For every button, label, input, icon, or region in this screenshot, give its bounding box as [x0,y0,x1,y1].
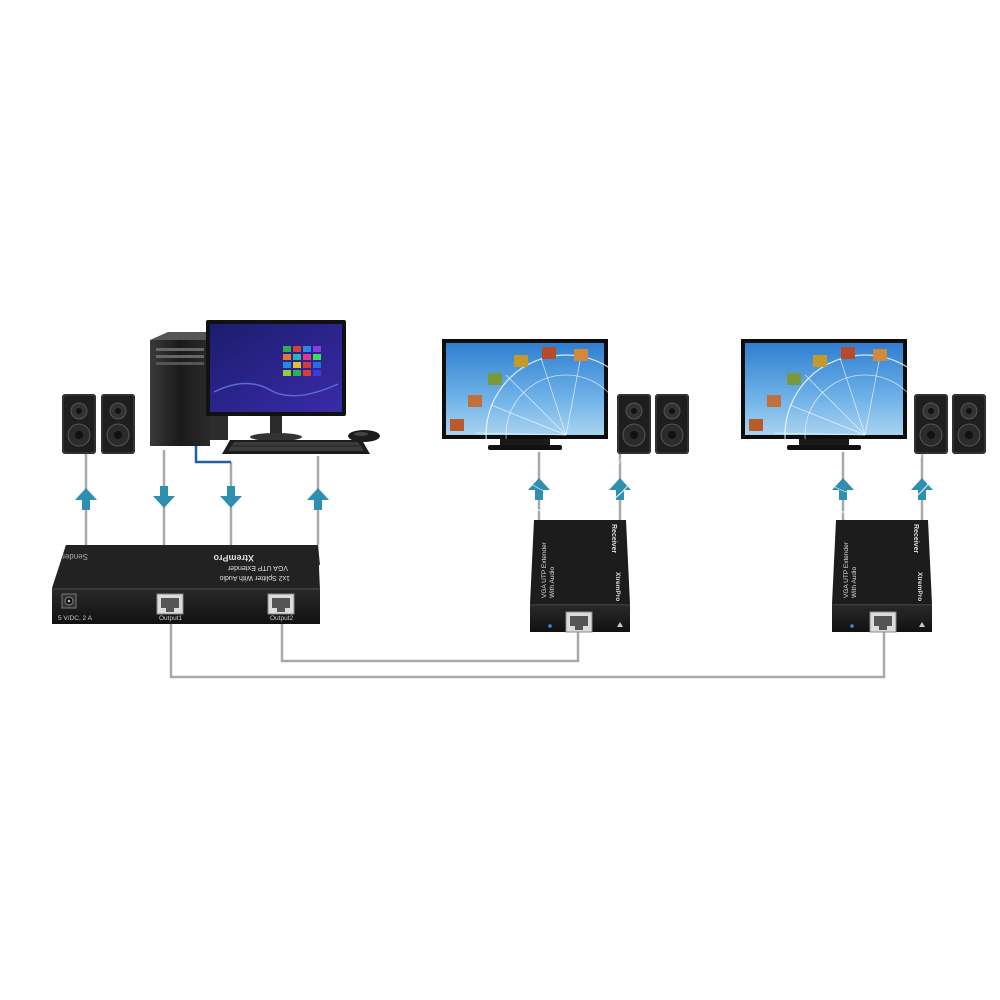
sender-brand: XtremPro [213,553,254,563]
utp-cable-2 [280,622,580,663]
power-jack-icon [61,593,77,609]
status-led [548,624,552,628]
arrow-up-icon [75,488,97,510]
power-label: 5 V/DC, 2 A [58,615,93,622]
connection-lines [84,450,924,545]
power-led [617,622,623,627]
speaker-icon [616,393,690,455]
output2-label: Output2 [270,615,294,622]
receiver-2-brand: XtremPro [916,572,923,601]
arrow-up-icon [609,478,631,500]
receiver-2-model-line1: VGA UTP Extender [843,541,850,598]
speaker-icon [61,393,136,455]
receiver-1-device: Receiver VGA UTP Extender With Audio Xtr… [530,520,630,633]
sender-device: Sender XtremPro VGA UTP Extender 1x2 Spl… [52,545,320,624]
status-led [850,624,854,628]
keyboard-icon [222,440,370,454]
receiver-1-brand: XtremPro [614,572,621,601]
rj45-port-icon [156,593,184,615]
utp-cable-1 [169,624,886,679]
sender-model-line2: 1x2 Splitter With Audio [219,574,290,581]
receiver-2-title: Receiver [912,524,919,553]
arrow-up-icon [307,488,329,510]
rj45-port-icon [869,611,897,633]
speaker-icon [913,393,987,455]
arrow-down-icon [220,486,242,508]
monitor-icon [206,320,346,441]
pc-tower-icon [150,332,228,446]
vga-cable [194,446,231,464]
receiver-1-model-line1: VGA UTP Extender [541,541,548,598]
receiver-2-device: Receiver VGA UTP Extender With Audio Xtr… [832,520,932,633]
power-led [919,622,925,627]
sender-model-line1: VGA UTP Extender [227,564,288,571]
mouse-icon [348,430,380,442]
output1-label: Output1 [159,615,183,622]
sender-label: Sender [62,552,88,561]
receiver-2-model-line2: With Audio [851,567,858,598]
rj45-port-icon [267,593,295,615]
arrow-up-icon [832,478,854,500]
arrow-down-icon [153,486,175,508]
receiver-1-model-line2: With Audio [549,567,556,598]
receiver-1-title: Receiver [610,524,617,553]
rj45-port-icon [565,611,593,633]
